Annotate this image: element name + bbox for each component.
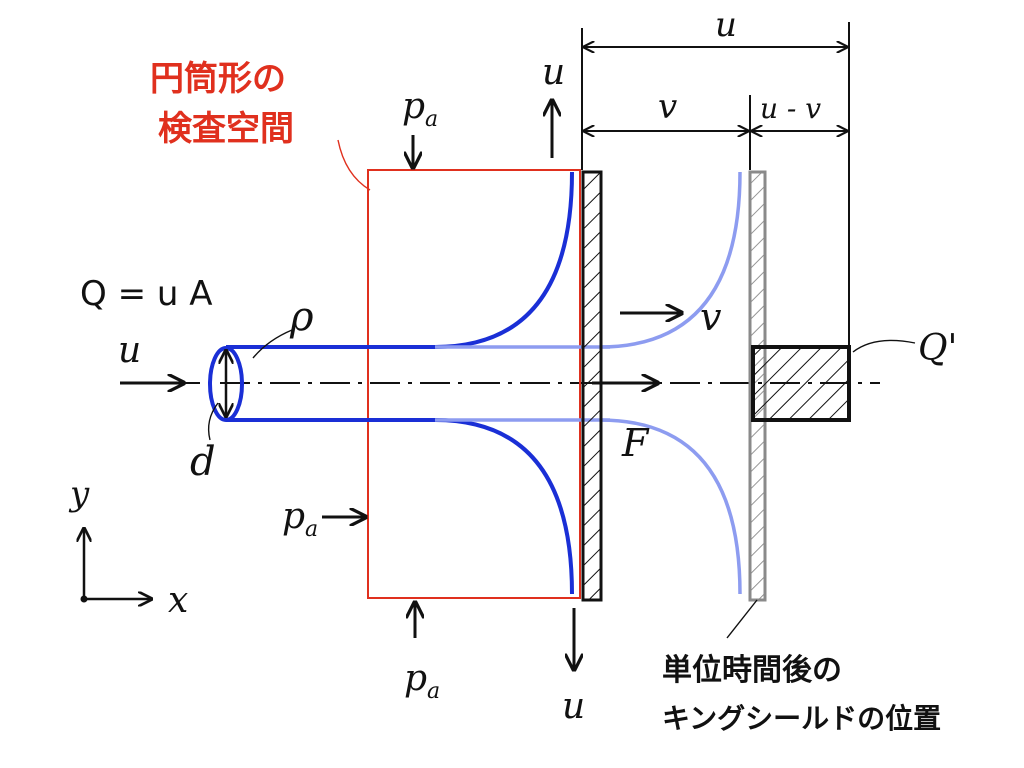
- control-volume-leader: [337, 139, 371, 191]
- jet-upper-curve: [434, 171, 574, 349]
- q-prime-label: Q': [918, 328, 957, 369]
- density-label: ρ: [289, 294, 314, 340]
- diameter-leader: [207, 402, 219, 441]
- axis-origin: [80, 595, 88, 603]
- control-volume-box: [367, 169, 581, 599]
- dimension-shield-label: v: [658, 87, 677, 127]
- control-volume-label-line1: 円筒形の: [150, 59, 286, 99]
- axis-y-label: y: [68, 474, 90, 514]
- dimension-remaining-label: u - v: [760, 92, 821, 125]
- pressure-top-label: pa: [402, 86, 438, 132]
- pressure-left-label: pa: [282, 496, 318, 542]
- jet-light-upper-curve: [599, 171, 742, 349]
- inlet-velocity-label: u: [118, 330, 141, 371]
- flow-rate-label: Q = u A: [80, 274, 212, 314]
- force-label: F: [621, 421, 650, 465]
- shield-later-leader: [726, 599, 758, 639]
- diameter-label: d: [190, 439, 216, 485]
- dimension-total-label: u: [715, 5, 737, 45]
- axis-x-label: x: [168, 580, 188, 621]
- shield-plate: [581, 170, 603, 602]
- jet-light-lower-curve: [599, 418, 742, 595]
- density-leader: [252, 329, 293, 359]
- shield-velocity-label: v: [700, 295, 722, 339]
- control-volume-label-line2: 検査空間: [158, 109, 294, 149]
- shield-later-label-line1: 単位時間後の: [662, 653, 842, 688]
- jet-lower-curve: [434, 418, 574, 595]
- shield-later-label-line2: キングシールドの位置: [662, 702, 941, 735]
- upward-velocity-label: u: [542, 52, 565, 93]
- pressure-bottom-label: pa: [404, 658, 440, 704]
- downward-velocity-label: u: [562, 686, 585, 727]
- q-prime-leader: [852, 339, 916, 353]
- q-prime-box: [751, 345, 851, 422]
